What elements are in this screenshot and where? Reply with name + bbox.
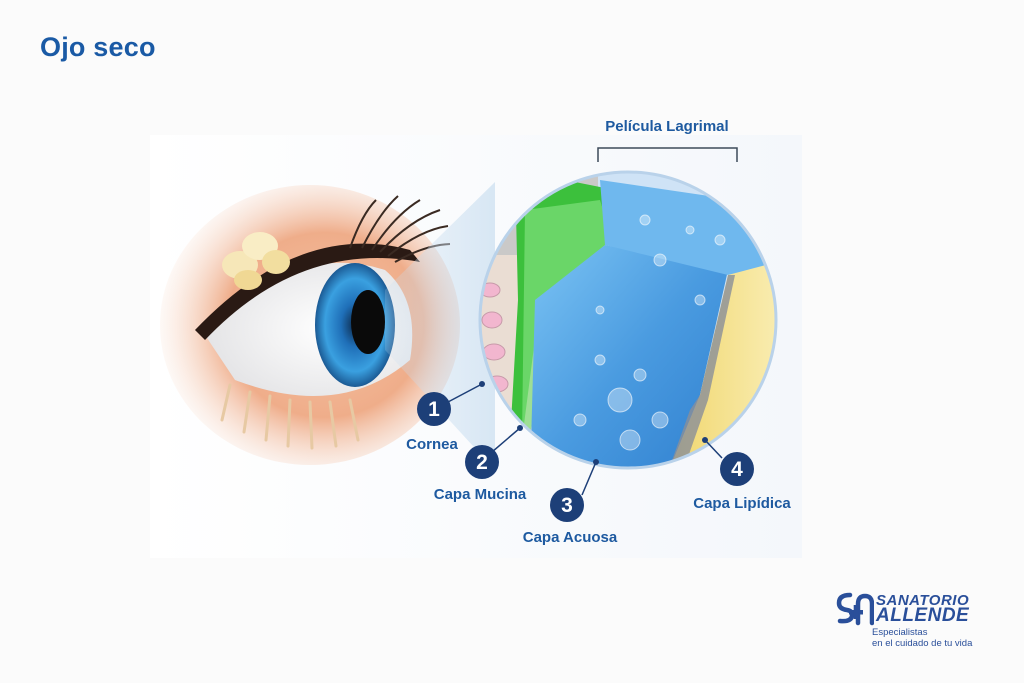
logo-name-line1: SANATORIO [876, 592, 970, 609]
layer-label-cornea: Cornea [406, 436, 458, 453]
sanatorio-allende-logo: SANATORIO ALLENDE Especialistas en el cu… [836, 592, 996, 652]
lacrimal-gland [222, 232, 290, 290]
upper-eyelid-line [195, 243, 420, 340]
magnified-circle-border [478, 170, 778, 470]
tear-film-bracket [597, 147, 738, 162]
logo-tagline-line1: Especialistas [872, 627, 928, 638]
magnification-cone [385, 182, 495, 470]
layer-label-mucina: Capa Mucina [434, 486, 527, 503]
leader-dots [479, 381, 708, 465]
leader-lines [447, 383, 723, 496]
logo-name-line2: ALLENDE [876, 605, 970, 626]
layer-badge-4: 4 [720, 452, 754, 486]
layer-badge-1: 1 [417, 392, 451, 426]
svg-text:2: 2 [476, 451, 488, 474]
logo-tagline-line2: en el cuidado de tu vida [872, 638, 973, 649]
layer-label-acuosa: Capa Acuosa [523, 529, 618, 546]
page-title: Ojo seco [40, 32, 156, 62]
layer-badge-2: 2 [465, 445, 499, 479]
layer-label-lipidica: Capa Lipídica [693, 495, 791, 512]
tear-film-label: Película Lagrimal [605, 118, 728, 135]
logo-mark-icon [836, 592, 874, 626]
svg-text:3: 3 [561, 494, 573, 517]
pupil [351, 290, 385, 354]
aqueous-layer [530, 245, 728, 468]
eyelashes [349, 195, 451, 263]
layer-badge-3: 3 [550, 488, 584, 522]
svg-text:1: 1 [428, 398, 440, 421]
lower-eyelashes [220, 383, 360, 450]
svg-text:4: 4 [731, 458, 743, 481]
eye-illustration [160, 185, 460, 465]
